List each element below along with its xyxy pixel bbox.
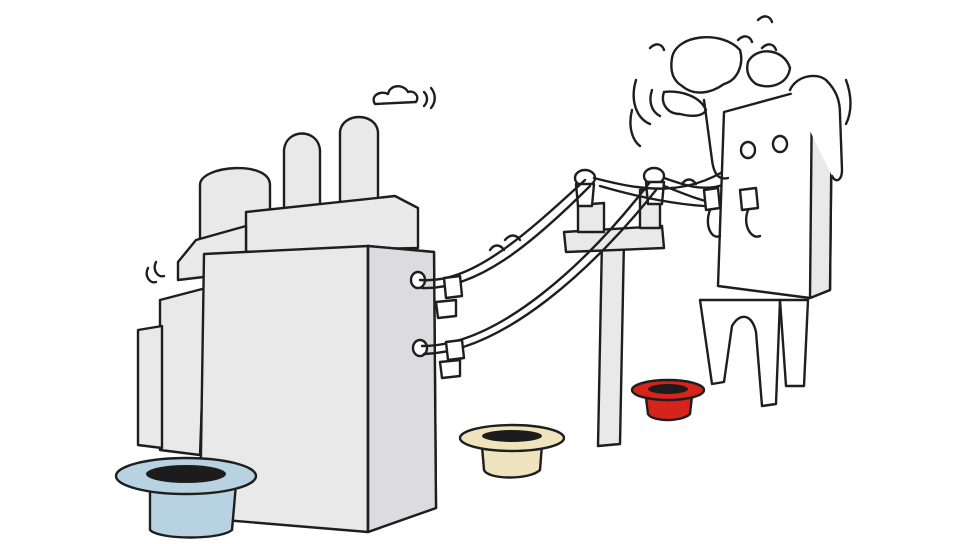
blue-hat (114, 456, 258, 539)
cloud (372, 85, 436, 110)
beige-hat (458, 423, 566, 479)
red-hat (630, 378, 706, 422)
factory (136, 115, 438, 534)
electricity-board-character (629, 15, 852, 408)
